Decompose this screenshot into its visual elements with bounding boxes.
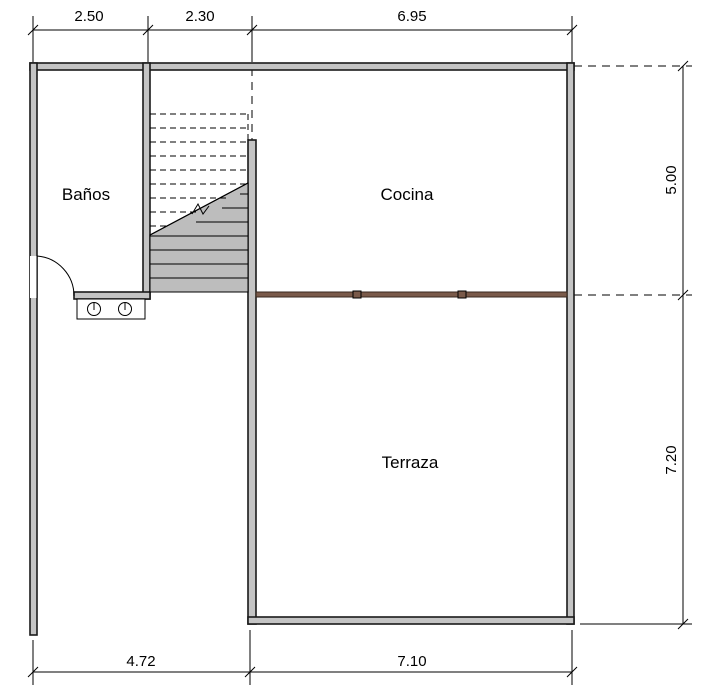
- bottom-dimension-chain: 4.72 7.10: [27, 630, 578, 685]
- room-label-cocina: Cocina: [381, 185, 434, 204]
- right-dimension-chain: 5.00 7.20: [574, 60, 692, 630]
- dim-right-2: 7.20: [663, 445, 680, 474]
- bathroom-door: [30, 255, 75, 298]
- top-dimension-chain: 2.50 2.30 6.95: [27, 8, 578, 62]
- staircase: [149, 113, 249, 293]
- room-label-banos: Baños: [62, 185, 110, 204]
- dim-top-1: 2.50: [74, 8, 103, 25]
- room-label-terraza: Terraza: [382, 453, 439, 472]
- dim-right-1: 5.00: [663, 165, 680, 194]
- sink-fixture: [76, 298, 146, 320]
- walls: [29, 62, 575, 636]
- dim-top-3: 6.95: [397, 8, 426, 25]
- dim-top-2: 2.30: [185, 8, 214, 25]
- dim-bottom-1: 4.72: [126, 653, 155, 670]
- dim-bottom-2: 7.10: [397, 653, 426, 670]
- beam: [255, 290, 568, 299]
